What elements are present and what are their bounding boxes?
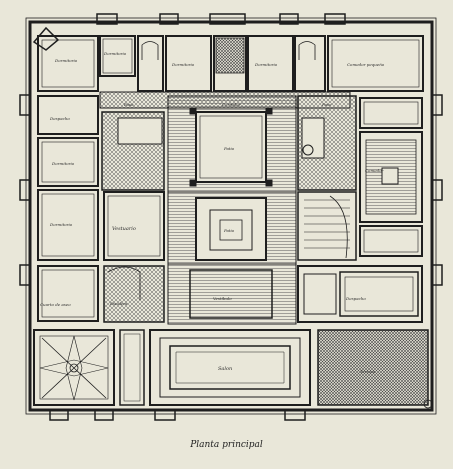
label-paso-1: Paso [123, 102, 134, 107]
plan-caption: Planta principal [190, 440, 263, 450]
label-patio-small: Patio [223, 228, 235, 233]
cupola-room [33, 329, 115, 406]
label-dormitorio-4: Dormitorio [254, 62, 278, 67]
label-escalera: Escalera [109, 301, 128, 306]
east-rooms [297, 95, 423, 261]
outer-walls [19, 13, 443, 421]
label-dormitorio-nw: Dormitorio [54, 58, 78, 63]
label-dormitorio-w2: Dormitorio [51, 161, 75, 166]
label-paso-2: Paso [321, 102, 332, 107]
terrace [317, 329, 429, 406]
inner-patio [167, 191, 297, 265]
south-corridor [119, 329, 145, 406]
vestibule [167, 263, 297, 325]
label-comedor-e: Comedor [365, 168, 385, 173]
top-row-rooms [37, 35, 424, 92]
salon-room [149, 329, 311, 406]
label-salon: Salon [218, 366, 232, 372]
room-labels: Dormitorio Dormitorio Dormitorio Dormito… [40, 51, 385, 374]
central-patio [167, 95, 297, 193]
west-rooms [37, 95, 99, 322]
label-vestibulo: Vestíbulo [213, 296, 232, 301]
label-dormitorio-3: Dormitorio [171, 62, 195, 67]
label-terraza: Terraza [360, 369, 376, 374]
label-dormitorio-w3: Dormitorio [49, 222, 73, 227]
label-despacho-e: Despacho [345, 296, 366, 301]
north-marker [423, 399, 433, 409]
label-vestuario: Vestuario [112, 226, 136, 232]
top-stairs [141, 37, 316, 74]
label-dormitorio-2: Dormitorio [103, 51, 127, 56]
east-lower-rooms [297, 265, 423, 323]
label-patio: Patio [223, 146, 235, 151]
label-comedor-pequeno: Comedor pequeño [347, 62, 385, 67]
label-despacho-w: Despacho [49, 116, 70, 121]
label-cuarto-aseo: Cuarto de aseo [40, 302, 71, 307]
label-corredor: Corredor [222, 102, 242, 107]
central-west-rooms [101, 111, 165, 323]
